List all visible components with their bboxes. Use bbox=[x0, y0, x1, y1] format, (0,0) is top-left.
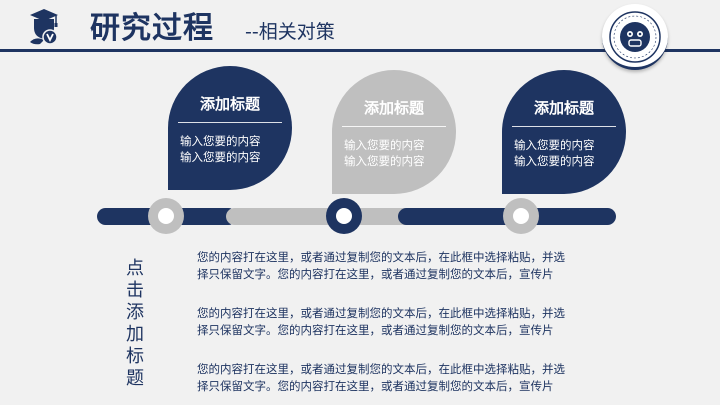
callout-line: 输入您要的内容 bbox=[180, 134, 261, 148]
university-seal-logo bbox=[602, 4, 668, 70]
callout-divider bbox=[342, 126, 446, 127]
callout-line: 输入您要的内容 bbox=[344, 138, 425, 152]
side-title-char: 标 bbox=[126, 346, 144, 367]
callout-body: 输入您要的内容 输入您要的内容 bbox=[344, 137, 425, 169]
graduate-shield-icon bbox=[22, 6, 66, 46]
callout-title: 添加标题 bbox=[363, 99, 424, 117]
page-subtitle: --相关对策 bbox=[245, 21, 335, 43]
callout-body: 输入您要的内容 输入您要的内容 bbox=[180, 133, 261, 165]
callout-line: 输入您要的内容 bbox=[180, 150, 261, 164]
node-center bbox=[336, 208, 352, 224]
timeline-node-2[interactable] bbox=[326, 198, 362, 234]
header-divider bbox=[0, 49, 720, 52]
side-title-char: 添 bbox=[126, 302, 144, 323]
paragraph-line: 择只保留文字。您的内容打在这里，或者通过复制您的文本后，宣传片 bbox=[197, 323, 554, 337]
callout-title: 添加标题 bbox=[533, 99, 594, 117]
page-title: 研究过程 bbox=[90, 11, 214, 46]
side-title-char: 点 bbox=[126, 258, 144, 279]
callout-2[interactable]: 添加标题 输入您要的内容 输入您要的内容 bbox=[332, 70, 456, 194]
timeline-node-1[interactable] bbox=[148, 198, 184, 234]
timeline-segment-2 bbox=[226, 208, 416, 225]
timeline-node-3[interactable] bbox=[503, 198, 539, 234]
side-title-char: 题 bbox=[126, 368, 144, 389]
node-center bbox=[158, 208, 174, 224]
side-title-char: 加 bbox=[126, 324, 144, 345]
body-paragraph-2[interactable]: 您的内容打在这里，或者通过复制您的文本后，在此框中选择粘贴，并选 择只保留文字。… bbox=[197, 305, 617, 339]
body-paragraph-3[interactable]: 您的内容打在这里，或者通过复制您的文本后，在此框中选择粘贴，并选 择只保留文字。… bbox=[197, 361, 617, 395]
callout-line: 输入您要的内容 bbox=[514, 138, 595, 152]
node-center bbox=[513, 208, 529, 224]
callout-divider bbox=[512, 126, 616, 127]
callout-1[interactable]: 添加标题 输入您要的内容 输入您要的内容 bbox=[168, 66, 292, 190]
body-paragraph-1[interactable]: 您的内容打在这里，或者通过复制您的文本后，在此框中选择粘贴，并选 择只保留文字。… bbox=[197, 249, 617, 283]
callout-3[interactable]: 添加标题 输入您要的内容 输入您要的内容 bbox=[502, 70, 626, 194]
callout-line: 输入您要的内容 bbox=[344, 154, 425, 168]
paragraph-line: 择只保留文字。您的内容打在这里，或者通过复制您的文本后，宣传片 bbox=[197, 379, 554, 393]
side-title-char: 击 bbox=[126, 280, 144, 301]
paragraph-line: 您的内容打在这里，或者通过复制您的文本后，在此框中选择粘贴，并选 bbox=[197, 250, 565, 264]
paragraph-line: 您的内容打在这里，或者通过复制您的文本后，在此框中选择粘贴，并选 bbox=[197, 306, 565, 320]
paragraph-line: 择只保留文字。您的内容打在这里，或者通过复制您的文本后，宣传片 bbox=[197, 267, 554, 281]
callout-line: 输入您要的内容 bbox=[514, 154, 595, 168]
callout-body: 输入您要的内容 输入您要的内容 bbox=[514, 137, 595, 169]
paragraph-line: 您的内容打在这里，或者通过复制您的文本后，在此框中选择粘贴，并选 bbox=[197, 362, 565, 376]
callout-divider bbox=[178, 122, 282, 123]
callout-title: 添加标题 bbox=[199, 95, 260, 113]
side-title[interactable]: 点 击 添 加 标 题 bbox=[120, 258, 150, 390]
